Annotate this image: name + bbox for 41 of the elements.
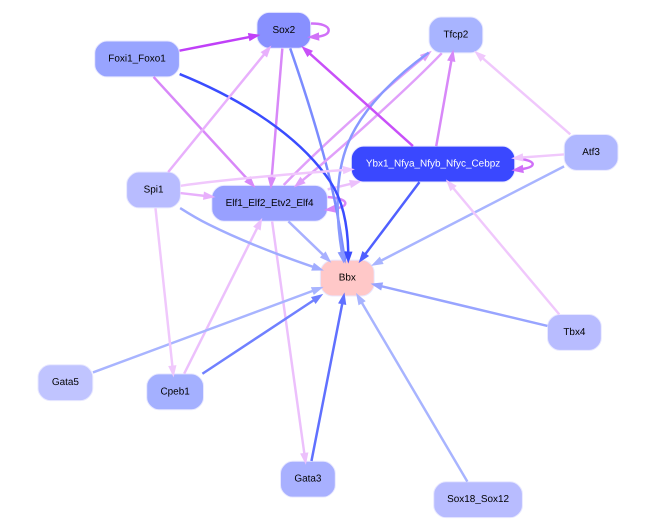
arrow — [92, 286, 324, 374]
node-box: Ybx1_Nfya_Nfyb_Nfyc_Cebpz — [350, 146, 516, 183]
arrow — [268, 48, 284, 190]
arrow — [307, 22, 330, 41]
node-box: Gata3 — [280, 460, 336, 498]
arrow — [154, 208, 176, 378]
node-box: Spi1 — [126, 172, 181, 208]
arrow — [435, 49, 456, 146]
arrow — [446, 179, 560, 316]
arrow — [474, 50, 572, 136]
node-box: Bbx — [320, 260, 375, 297]
arrow — [511, 153, 564, 162]
arrow — [358, 181, 420, 264]
node-box: Sox2 — [256, 12, 312, 49]
arrow — [310, 292, 346, 462]
node-box: Gata5 — [37, 364, 94, 402]
arrow — [179, 206, 324, 271]
node-box: Atf3 — [564, 134, 619, 171]
arrow — [371, 165, 565, 266]
arrow — [270, 221, 308, 465]
node-box: Foxi1_Foxo1 — [94, 40, 180, 78]
arrow — [294, 52, 443, 188]
node-box: Tfcp2 — [428, 16, 484, 54]
node-box: Cpeb1 — [146, 373, 204, 410]
arrow — [356, 292, 468, 482]
arrow — [370, 282, 548, 328]
arrow — [180, 166, 355, 188]
arrow — [179, 33, 260, 52]
node-box: Sox18_Sox12 — [433, 481, 523, 518]
arrow — [301, 46, 414, 147]
arrow — [288, 220, 332, 263]
arrow — [183, 218, 262, 374]
arrow — [167, 46, 272, 173]
node-box: Elf1_Elf2_Etv2_Elf4 — [211, 184, 328, 222]
arrow — [202, 294, 324, 375]
arrow — [324, 196, 347, 213]
arrow — [180, 192, 216, 200]
arrow — [327, 180, 362, 191]
arrow — [152, 76, 256, 188]
node-box: Tbx4 — [547, 314, 602, 351]
arrow — [511, 156, 534, 174]
